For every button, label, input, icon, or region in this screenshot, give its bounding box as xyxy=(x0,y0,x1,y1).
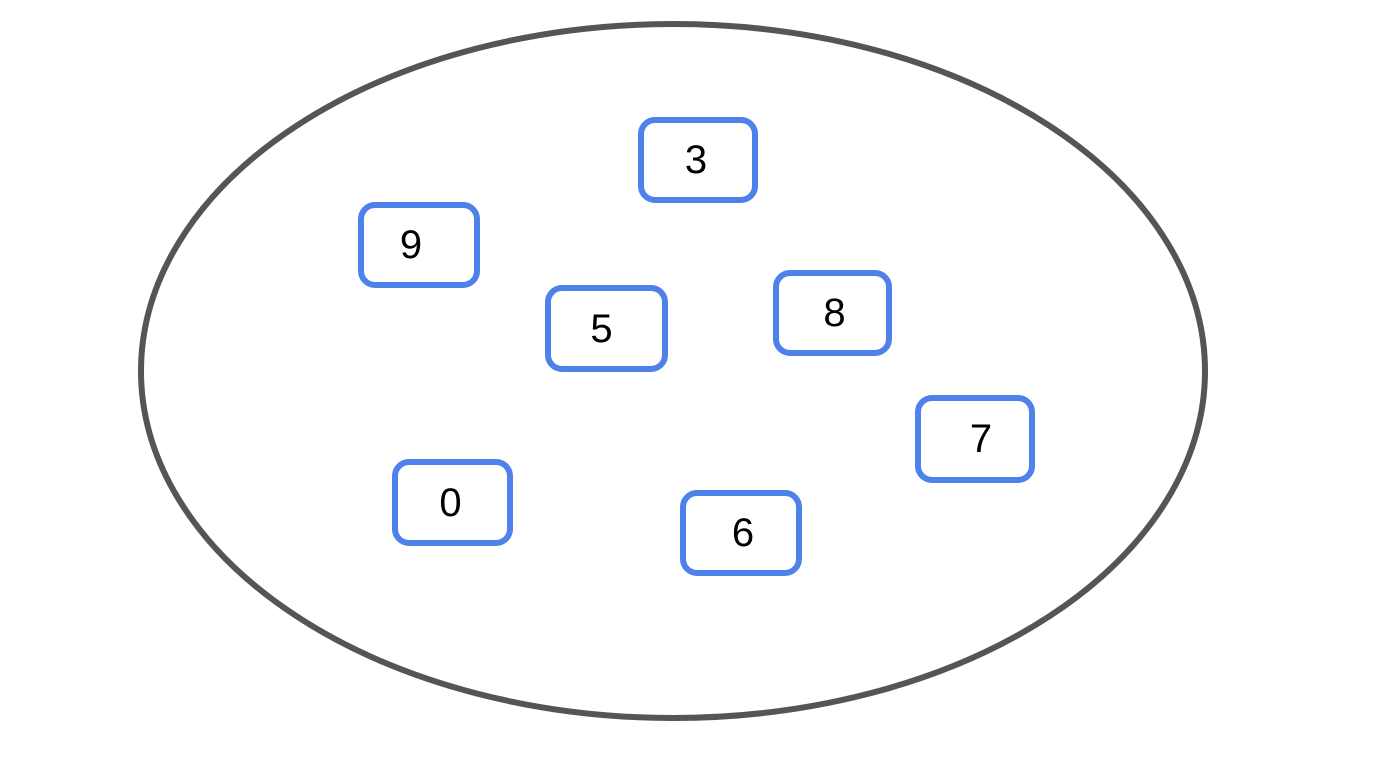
element-label-0: 0 xyxy=(439,480,462,525)
element-box-5[interactable]: 5 xyxy=(545,285,668,372)
element-box-6[interactable]: 6 xyxy=(680,490,802,576)
element-box-3[interactable]: 3 xyxy=(638,117,758,203)
element-box-0[interactable]: 0 xyxy=(392,459,513,546)
element-box-9[interactable]: 9 xyxy=(358,202,480,288)
element-label-5: 5 xyxy=(590,306,613,351)
element-label-9: 9 xyxy=(399,223,423,267)
element-label-6: 6 xyxy=(731,511,755,555)
element-label-7: 7 xyxy=(969,417,993,461)
element-box-7[interactable]: 7 xyxy=(915,395,1035,483)
element-box-8[interactable]: 8 xyxy=(773,270,892,356)
element-label-8: 8 xyxy=(823,291,846,335)
element-label-3: 3 xyxy=(684,138,708,182)
